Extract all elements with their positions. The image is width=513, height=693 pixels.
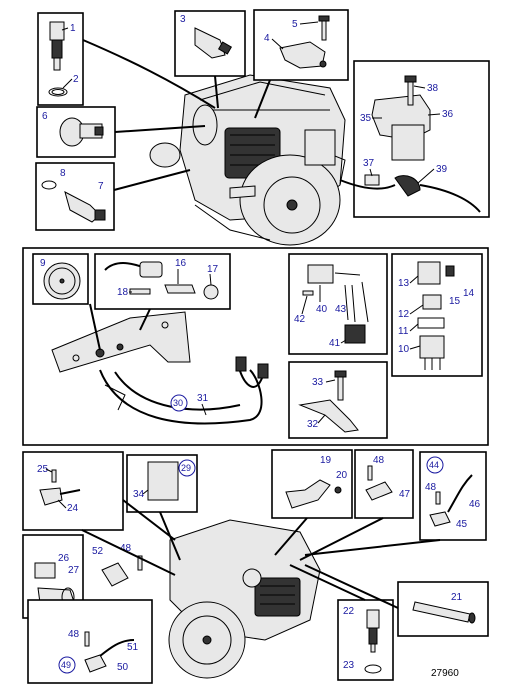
callout-37: 37: [363, 158, 375, 169]
callout-52: 52: [92, 546, 104, 557]
callout-27: 27: [68, 565, 80, 576]
callout-42: 42: [294, 314, 306, 325]
callout-38: 38: [427, 83, 439, 94]
callout-17: 17: [207, 264, 219, 275]
callout-48-a: 48: [120, 543, 132, 554]
callout-15: 15: [449, 296, 461, 307]
callout-24: 24: [67, 503, 79, 514]
callout-34: 34: [133, 489, 145, 500]
callout-10: 10: [398, 344, 410, 355]
sensor-22: [364, 609, 382, 674]
callout-circle-29: [178, 459, 196, 477]
callout-51: 51: [127, 642, 139, 653]
detail-box-22: [337, 599, 394, 681]
callout-33: 33: [312, 377, 324, 388]
connector-16: [104, 261, 219, 300]
callout-5: 5: [292, 19, 298, 30]
reference-number: 27960: [431, 668, 459, 679]
callout-4: 4: [264, 33, 270, 44]
callout-25: 25: [37, 464, 49, 475]
sensor-bracket-4: [279, 15, 330, 69]
probe-21: [412, 601, 476, 624]
callout-circle-49: [58, 656, 76, 674]
detail-box-40: [288, 253, 388, 355]
sensor-45: [429, 474, 473, 527]
callout-29: 29: [181, 463, 191, 473]
callout-31: 31: [197, 393, 209, 404]
callout-35: 35: [360, 113, 372, 124]
callout-circle-44: [426, 456, 444, 474]
callout-1: 1: [70, 23, 76, 34]
callout-30: 30: [173, 398, 183, 408]
callout-2: 2: [73, 74, 79, 85]
callout-45: 45: [456, 519, 468, 530]
mounting-plate: [51, 311, 191, 373]
sensor-24: [39, 469, 81, 506]
detail-box-19: [271, 449, 353, 519]
callout-36: 36: [442, 109, 454, 120]
callout-49: 49: [61, 660, 71, 670]
sensor-1: [48, 21, 68, 97]
callout-48: 48: [68, 629, 80, 640]
callout-8: 8: [60, 168, 66, 179]
callout-43: 43: [335, 304, 347, 315]
callout-46: 46: [469, 499, 481, 510]
engine-bottom: [168, 519, 321, 679]
sensor-3: [194, 27, 233, 59]
callout-41: 41: [329, 338, 341, 349]
engine-top: [149, 74, 346, 246]
connector-plug-9: [43, 262, 81, 300]
relay-10: [417, 261, 455, 370]
callout-20: 20: [336, 470, 348, 481]
callout-47: 47: [399, 489, 411, 500]
callout-13: 13: [398, 278, 410, 289]
callout-14: 14: [463, 288, 475, 299]
sensor-19: [285, 479, 342, 509]
callout-44: 44: [429, 460, 439, 470]
callout-16: 16: [175, 258, 187, 269]
wiring-harness-31: [99, 356, 269, 425]
detail-box-3: [174, 10, 246, 77]
callout-12: 12: [398, 309, 410, 320]
callout-6: 6: [42, 111, 48, 122]
callout-22: 22: [343, 606, 355, 617]
ecu-34: [147, 461, 179, 501]
detail-box-16: [94, 253, 231, 310]
callout-7: 7: [98, 181, 104, 192]
callout-48-c: 48: [425, 482, 437, 493]
sensor-bracket-35: [364, 75, 481, 213]
callout-39: 39: [436, 164, 448, 175]
sensor-47: [365, 465, 393, 501]
callout-21: 21: [451, 592, 463, 603]
callout-50: 50: [117, 662, 129, 673]
sensor-6: [59, 117, 104, 147]
callout-19: 19: [320, 455, 332, 466]
sensor-52: [101, 555, 143, 587]
callout-11: 11: [398, 326, 409, 337]
callout-26: 26: [58, 553, 70, 564]
callout-18: 18: [117, 287, 129, 298]
callout-32: 32: [307, 419, 319, 430]
sensor-50: [84, 631, 135, 673]
sensor-7: [41, 180, 106, 223]
callout-circle-30: [170, 394, 188, 412]
callout-9: 9: [40, 258, 46, 269]
relay-40: [302, 264, 369, 344]
callout-48-b: 48: [373, 455, 385, 466]
callout-40: 40: [316, 304, 328, 315]
callout-23: 23: [343, 660, 355, 671]
callout-3: 3: [180, 14, 186, 25]
